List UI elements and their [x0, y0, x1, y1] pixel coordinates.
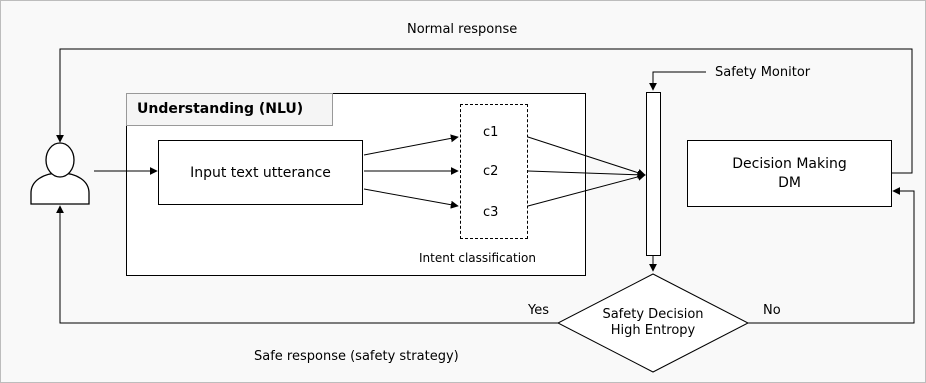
input-to-c3-arrow: [363, 188, 459, 209]
intent-c1: c1: [483, 125, 499, 140]
normal-response-arrow: [56, 48, 913, 174]
no-branch-arrow: [748, 187, 915, 324]
input-to-c1-arrow: [363, 134, 459, 156]
decision-line2: High Entropy: [610, 323, 696, 338]
yes-label: Yes: [528, 303, 549, 318]
c2-to-monitor-arrow: [527, 170, 646, 179]
c1-to-monitor-arrow: [527, 136, 646, 177]
monitor-pointer-arrow: [649, 71, 706, 91]
dm-label-line1: Decision Making: [732, 155, 847, 172]
input-utterance-label: Input text utterance: [190, 164, 331, 181]
safety-monitor-bar: [646, 92, 661, 256]
user-icon: [30, 142, 90, 205]
safety-decision-diamond: [556, 273, 750, 373]
safety-monitor-label: Safety Monitor: [715, 65, 811, 80]
nlu-title: Understanding (NLU): [126, 93, 333, 126]
c3-to-monitor-arrow: [527, 172, 646, 207]
decision-line1: Safety Decision: [602, 307, 704, 322]
intent-classification-label: Intent classification: [419, 251, 536, 265]
safe-response-arrow: [56, 205, 558, 324]
intent-classes-box: [460, 104, 528, 239]
normal-response-label: Normal response: [407, 22, 518, 37]
intent-c3: c3: [483, 205, 499, 220]
decision-making-box: Decision Making DM: [687, 140, 892, 207]
input-utterance-box: Input text utterance: [158, 140, 363, 205]
dm-label-line2: DM: [778, 174, 801, 191]
intent-c2: c2: [483, 164, 499, 179]
safe-response-label: Safe response (safety strategy): [254, 349, 459, 364]
safety-decision-label: Safety Decision High Entropy: [578, 307, 728, 339]
no-label: No: [763, 303, 781, 318]
